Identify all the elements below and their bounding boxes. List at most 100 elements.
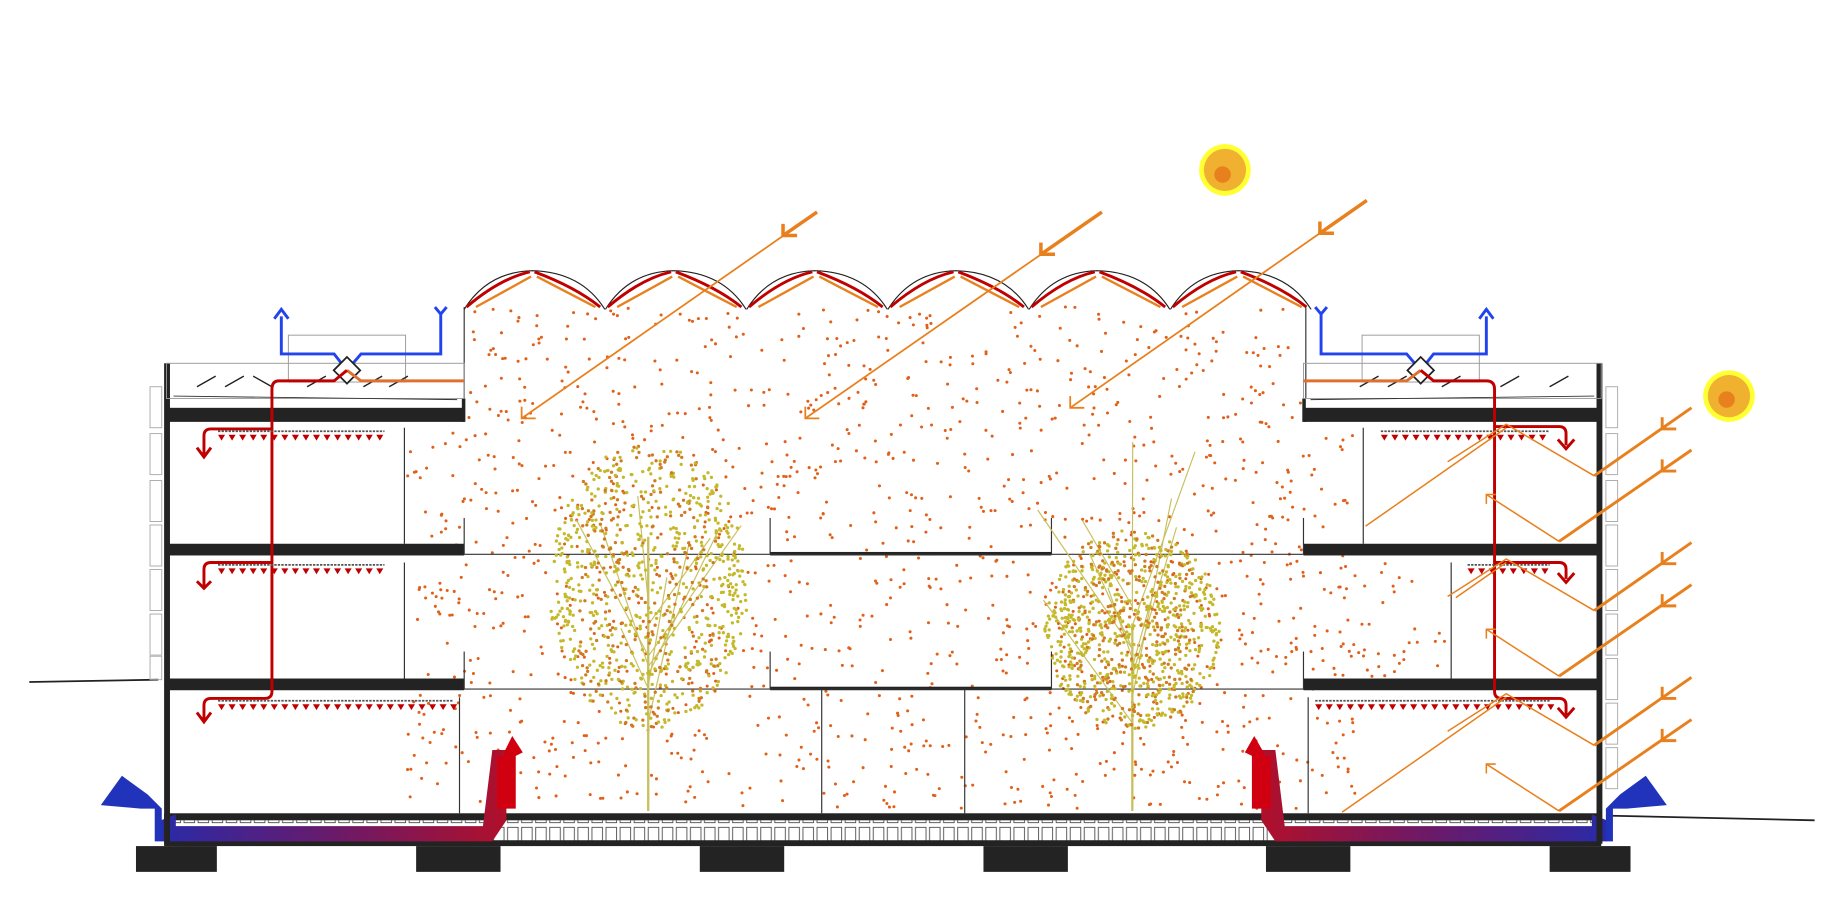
tree-leaf <box>676 502 680 506</box>
particle <box>1286 346 1290 350</box>
tree-leaf <box>575 665 580 669</box>
tree-leaf <box>673 602 677 606</box>
tree-leaf <box>1085 615 1089 619</box>
tree-leaf <box>1134 575 1138 579</box>
tree-leaf <box>641 723 645 728</box>
tree-leaf <box>578 609 582 613</box>
tree-leaf <box>1191 667 1195 671</box>
tree-leaf <box>634 455 639 460</box>
particle <box>553 748 558 752</box>
particle <box>1324 436 1328 440</box>
particle <box>570 741 574 745</box>
particle <box>1182 528 1186 532</box>
tree-leaf <box>1060 616 1064 620</box>
tree-leaf <box>1128 548 1132 553</box>
tree-leaf <box>1070 666 1074 670</box>
particle <box>1048 712 1052 716</box>
air-outlet-marker <box>1478 568 1486 575</box>
tree-leaf <box>1052 609 1056 613</box>
air-outlet-marker <box>228 568 236 575</box>
particle <box>801 767 805 771</box>
particle <box>764 752 768 756</box>
tree-leaf <box>1067 630 1072 634</box>
tree-leaf <box>616 677 621 682</box>
tree-leaf <box>1146 535 1150 540</box>
tree-leaf <box>1184 646 1189 650</box>
particle <box>939 526 943 530</box>
tree-leaf <box>602 566 606 570</box>
tree-leaf <box>1152 723 1156 727</box>
particle <box>418 722 422 726</box>
tree-leaf <box>563 521 567 525</box>
particle <box>587 357 591 361</box>
tree-leaf <box>562 624 566 628</box>
particle <box>1068 338 1072 342</box>
tree-leaf <box>1178 635 1182 639</box>
tree-leaf <box>609 470 614 474</box>
sun-ray <box>521 211 818 420</box>
particle <box>593 440 597 444</box>
particle <box>469 391 473 395</box>
tree-leaf <box>557 631 561 636</box>
tree-leaf <box>670 679 675 684</box>
particle <box>1210 359 1214 363</box>
tree-leaf <box>608 628 613 632</box>
particle <box>686 789 690 793</box>
particle <box>523 398 527 402</box>
particle <box>1240 633 1244 637</box>
vault-reflector <box>534 270 602 309</box>
particle <box>717 536 721 540</box>
particle <box>631 589 635 593</box>
tree-leaf <box>699 504 704 508</box>
tree-leaf <box>560 645 564 650</box>
tree-leaf <box>1127 708 1132 712</box>
particle <box>852 780 856 784</box>
tree-leaf <box>1133 544 1137 548</box>
tree-leaf <box>668 514 673 518</box>
particle <box>1015 334 1019 338</box>
tree-leaf <box>589 637 593 641</box>
tree-leaf <box>1152 546 1157 550</box>
tree-leaf <box>1151 680 1156 684</box>
tree-leaf <box>1163 554 1168 558</box>
particle <box>961 397 965 401</box>
tree-leaf <box>1188 696 1193 700</box>
tree-leaf <box>687 682 691 686</box>
tree-leaf <box>1129 657 1134 661</box>
particle <box>908 630 912 634</box>
warm-air-arrow-right <box>1244 735 1271 809</box>
particle <box>708 405 712 409</box>
particle <box>850 664 854 668</box>
particle <box>669 572 673 576</box>
tree-leaf <box>1081 550 1085 554</box>
tree-leaf <box>1059 682 1064 686</box>
particle <box>438 581 442 585</box>
reflected-ray <box>1447 558 1595 612</box>
sun-ray <box>1558 718 1693 813</box>
tree-leaf <box>1118 617 1122 621</box>
particle <box>883 784 887 788</box>
air-outlet-marker <box>1539 434 1547 441</box>
tree-leaf <box>567 559 571 563</box>
tree-leaf <box>1155 713 1160 717</box>
tree-leaf <box>1093 684 1097 688</box>
particle <box>862 364 866 368</box>
tree-leaf <box>1208 600 1212 604</box>
tree-leaf <box>1203 572 1207 576</box>
particle <box>1215 587 1219 591</box>
particle <box>623 425 627 429</box>
particle <box>676 411 680 415</box>
tree-leaf <box>660 554 664 559</box>
tree-leaf <box>1191 690 1195 694</box>
particle <box>1105 411 1110 415</box>
tree-leaf <box>706 623 710 627</box>
particle <box>448 613 452 617</box>
particle <box>752 632 756 636</box>
air-outlet-marker <box>1473 704 1481 711</box>
tree-leaf <box>738 632 743 636</box>
tree-leaf <box>689 463 694 467</box>
tree-leaf <box>615 696 619 701</box>
particle <box>1008 371 1012 375</box>
tree-leaf <box>564 536 568 541</box>
tree-leaf <box>1211 602 1215 607</box>
